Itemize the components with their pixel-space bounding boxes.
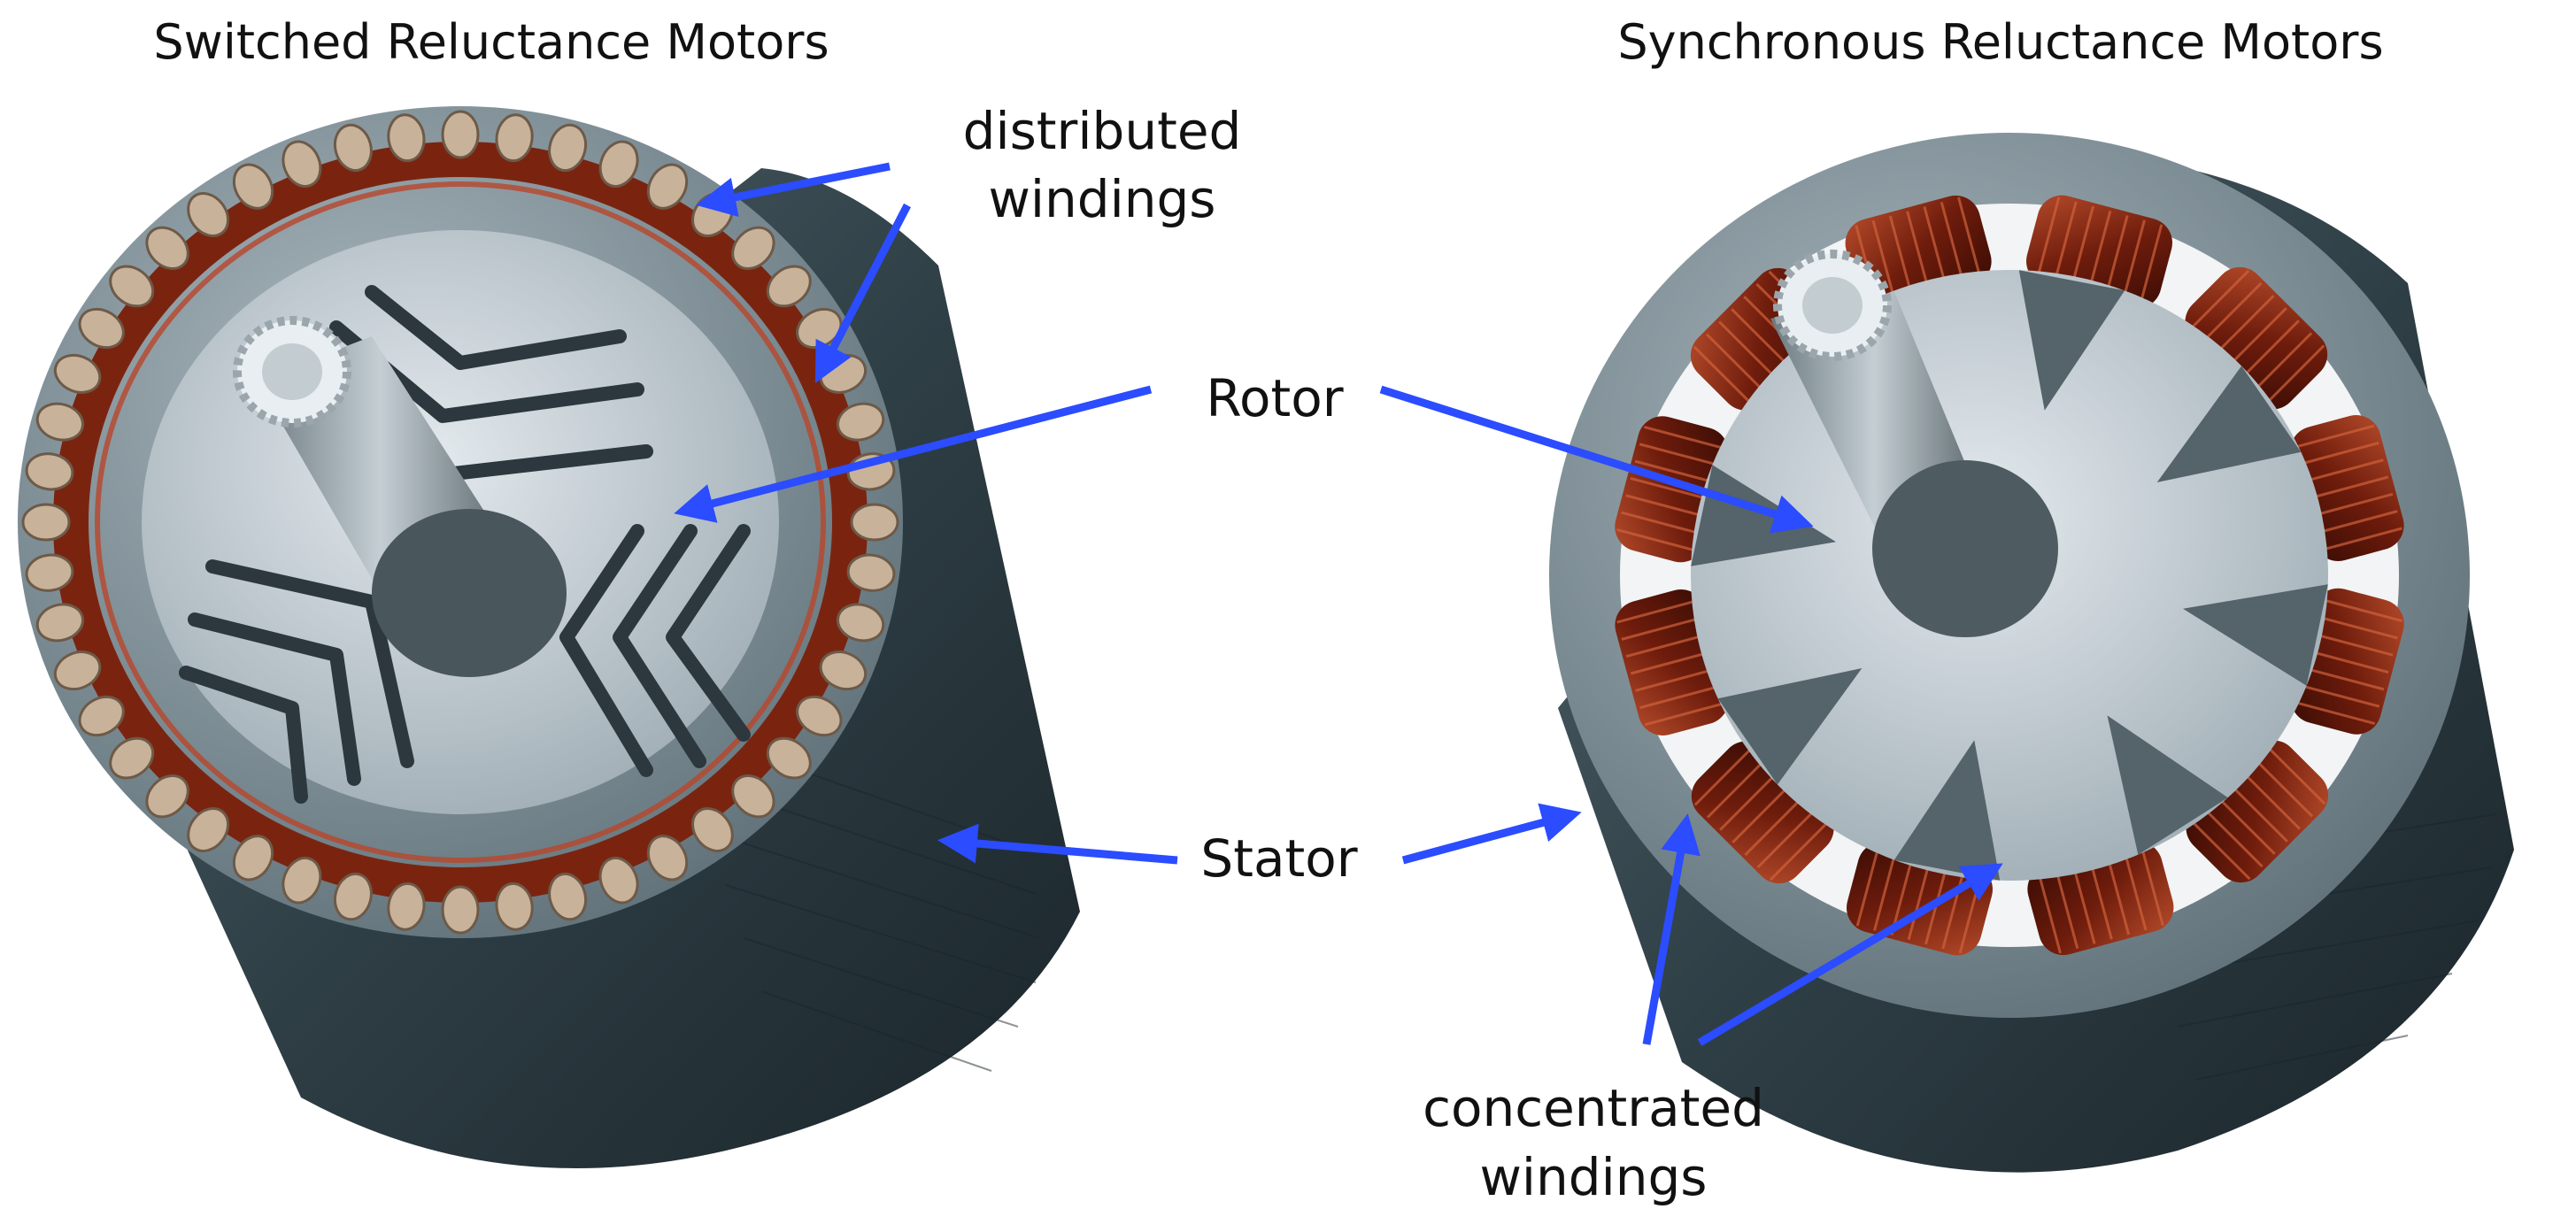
hairpin-end-turn — [766, 736, 812, 780]
arrow-concentrated-left — [1642, 813, 1701, 1045]
label-distributed: distributed — [963, 101, 1242, 161]
arrow-rotor-right — [1379, 385, 1814, 534]
arrow-stator-left — [937, 823, 1178, 865]
hairpin-end-turn — [646, 163, 689, 210]
hairpin-end-turn — [850, 503, 899, 542]
hairpin-end-turn — [796, 695, 843, 737]
hairpin-end-turn — [836, 402, 885, 442]
arrow-concentrated-right — [1697, 863, 2003, 1046]
arrow-distributed-top — [696, 162, 891, 218]
hairpin-end-turn — [25, 452, 74, 491]
hairpin-end-turn — [35, 603, 85, 643]
hairpin-end-turn — [387, 113, 426, 163]
rotor-notch — [1691, 465, 1836, 566]
arrow-stator-right — [1401, 803, 1582, 865]
hairpin-end-turn — [145, 226, 189, 270]
hairpin-end-turn — [333, 872, 373, 921]
hairpin-end-turn — [333, 123, 373, 173]
hairpin-end-turn — [187, 807, 230, 852]
hairpin-end-turn — [53, 651, 102, 691]
rotor-notch — [2156, 366, 2302, 482]
rotor-notch — [1893, 740, 2001, 881]
hairpin-end-turn — [282, 856, 322, 905]
hairpin-end-turn — [548, 123, 588, 173]
hairpin-end-turn — [232, 163, 274, 210]
hairpin-end-turn — [441, 110, 480, 159]
rotor-notch — [1717, 668, 1863, 785]
hairpin-end-turn — [846, 553, 896, 592]
concentrated-coil — [1691, 741, 1834, 884]
hairpin-end-turn — [495, 882, 534, 931]
arrow-rotor-left — [674, 385, 1153, 523]
rotor-notch — [2107, 715, 2228, 855]
hairpin-end-turn — [495, 113, 534, 163]
label-stator: Stator — [1200, 828, 1357, 889]
label-rotor: Rotor — [1206, 368, 1343, 428]
hairpin-end-turn — [548, 872, 588, 921]
synchronous-reluctance-motor-illustration — [1549, 133, 2514, 1173]
hairpin-end-turn — [78, 307, 125, 350]
concentrated-coil — [2186, 740, 2329, 883]
hairpin-end-turn — [690, 807, 734, 852]
hairpin-end-turn — [731, 226, 775, 270]
hairpin-end-turn — [819, 651, 868, 691]
hairpin-end-turn — [836, 603, 885, 643]
title-synchronous-reluctance: Synchronous Reluctance Motors — [1617, 14, 2383, 70]
hairpin-end-turn — [21, 503, 71, 542]
hairpin-end-turn — [731, 774, 775, 819]
hairpin-end-turn — [766, 265, 812, 308]
hairpin-end-turn — [78, 695, 125, 737]
callout-arrows — [674, 162, 2003, 1046]
arrow-distributed-lower — [814, 203, 911, 383]
rotor-notch — [2018, 270, 2125, 411]
hairpin-end-turn — [109, 736, 155, 780]
hairpin-end-turn — [187, 192, 230, 237]
left-hairpin-end-turns — [21, 110, 899, 935]
hairpin-end-turn — [232, 835, 274, 882]
hairpin-end-turn — [387, 882, 426, 931]
hairpin-end-turn — [598, 140, 639, 189]
switched-reluctance-motor-illustration — [18, 106, 1080, 1168]
label-distributed-windings: windings — [988, 169, 1215, 229]
left-winding-ring — [53, 142, 868, 903]
title-switched-reluctance: Switched Reluctance Motors — [153, 14, 829, 70]
hairpin-end-turn — [441, 885, 480, 935]
hairpin-end-turn — [25, 553, 74, 592]
hairpin-end-turn — [646, 835, 689, 882]
hairpin-end-turn — [35, 402, 85, 442]
label-concentrated: concentrated — [1423, 1078, 1764, 1138]
hairpin-end-turn — [53, 353, 102, 394]
rotor-notch — [2183, 584, 2328, 686]
hairpin-end-turn — [282, 140, 322, 189]
hairpin-end-turn — [109, 265, 155, 308]
hairpin-end-turn — [145, 774, 189, 819]
concentrated-coil — [2185, 266, 2328, 410]
hairpin-end-turn — [598, 856, 639, 905]
label-concentrated-windings: windings — [1479, 1147, 1707, 1207]
